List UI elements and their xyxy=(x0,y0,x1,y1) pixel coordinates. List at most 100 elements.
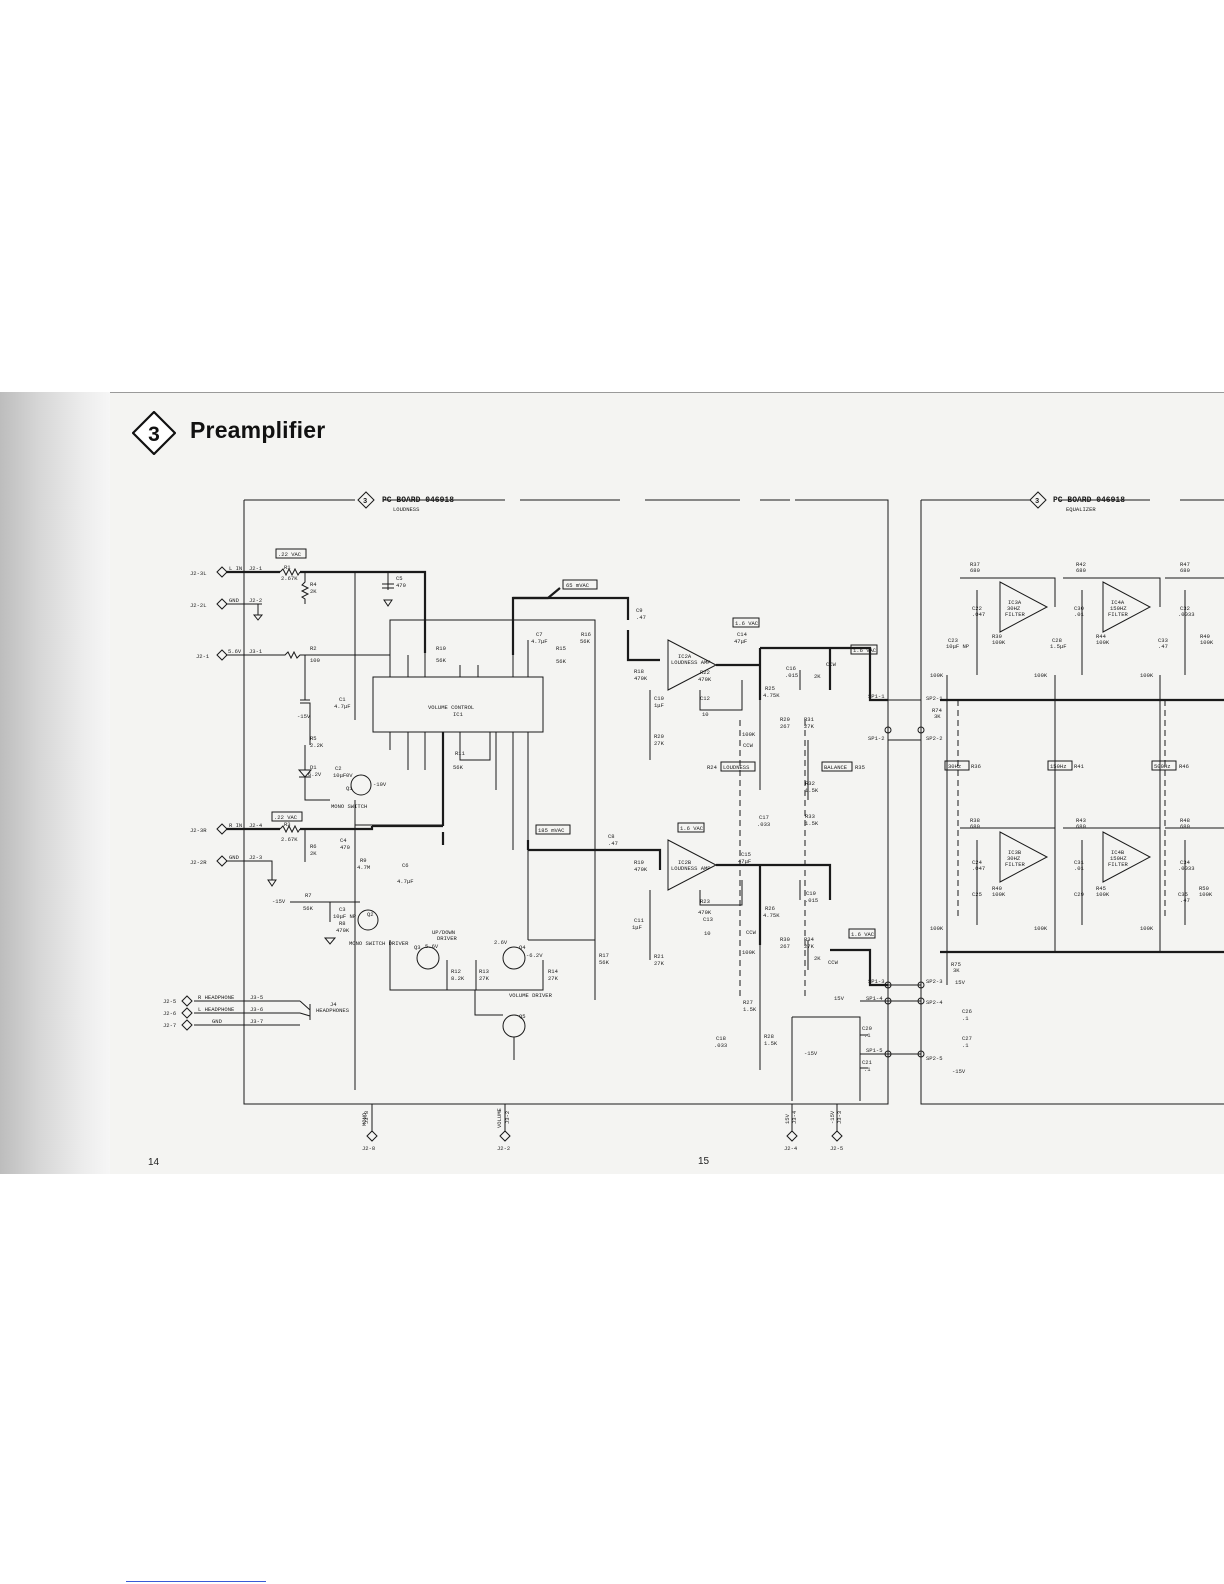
value-c20: .1 xyxy=(864,1032,871,1039)
label-r20: R20 xyxy=(654,733,664,740)
label-r9: R9 xyxy=(360,857,367,864)
badge-number: 3 xyxy=(148,423,160,446)
value-c4: 470 xyxy=(340,844,350,851)
label-r50: R50 xyxy=(1199,885,1209,892)
annotation-box xyxy=(275,548,307,559)
eq-input-lines xyxy=(976,590,1186,925)
value-c17: .033 xyxy=(757,821,770,828)
value-r13: 27K xyxy=(479,975,490,982)
c1-r5-branch xyxy=(300,655,311,770)
label-100k-a: 100K xyxy=(742,731,756,738)
sp-terminal xyxy=(884,997,892,1005)
value-c31: .01 xyxy=(1074,865,1085,872)
label-j2-2l: J2-2L xyxy=(190,602,207,609)
ic1-top-pins xyxy=(389,640,529,677)
schematic-wires xyxy=(181,491,1224,1142)
r-out-to-ic2b xyxy=(441,832,662,870)
label-r74: R74 xyxy=(932,707,943,714)
label-r75: R75 xyxy=(951,961,961,968)
ic4a-filter xyxy=(1102,581,1152,633)
label-sp1-3: SP1-3 xyxy=(868,978,885,985)
label-q1-neg10: -10V xyxy=(373,781,387,788)
label-neg15-jack: -15V xyxy=(829,1110,836,1124)
value-c32: .0033 xyxy=(1178,611,1195,618)
q5-and-r16-r17 xyxy=(474,640,596,1060)
label-q5: Q5 xyxy=(519,1013,526,1020)
label-c4: C4 xyxy=(340,837,347,844)
label-r13: R13 xyxy=(479,968,489,975)
value-c10: 1μF xyxy=(654,702,664,709)
annot-185mvac: 185 mVAC xyxy=(538,827,565,834)
label-eq-100k-b: 100K xyxy=(1034,672,1048,679)
value-r44: 100K xyxy=(1096,639,1110,646)
label-j2-5-bottom: J2-5 xyxy=(830,1145,843,1152)
value-r25: 4.75K xyxy=(763,692,780,699)
label-r41: R41 xyxy=(1074,763,1085,770)
loudness-board-badge: 3 xyxy=(363,498,367,506)
label-j2-3r: J2-3R xyxy=(190,827,207,834)
bottom-jack-leads xyxy=(371,1104,838,1132)
value-r11: 56K xyxy=(453,764,464,771)
value-r17: 56K xyxy=(599,959,610,966)
annotation-box xyxy=(562,579,598,590)
label-mono-switch: MONO SWITCH xyxy=(331,803,367,810)
value-c18: .033 xyxy=(714,1042,727,1049)
label-c12: C12 xyxy=(700,695,710,702)
value-r12: 8.2K xyxy=(451,975,465,982)
label-c29: C29 xyxy=(1074,891,1084,898)
value-r4: 2K xyxy=(310,588,317,595)
label-updown: UP/DOWN xyxy=(432,929,455,936)
value-c21: .1 xyxy=(864,1066,871,1073)
label-ic2a: IC2A xyxy=(678,653,692,660)
label-r43: R43 xyxy=(1076,817,1086,824)
label-r36: R36 xyxy=(971,763,981,770)
label-q1-0v: 0V xyxy=(346,772,353,779)
label-r47: R47 xyxy=(1180,561,1190,568)
value-r23: 470K xyxy=(698,909,712,916)
label-r1: R1 xyxy=(284,564,291,571)
label-r16: R16 xyxy=(581,631,591,638)
q1-transistor xyxy=(350,774,372,796)
value-d1: 6.2V xyxy=(308,771,322,778)
label-volume-jack: VOLUME xyxy=(496,1107,503,1128)
annot-16vac-b: 1.6 VAC xyxy=(853,647,877,654)
label-j3-1: J3-1 xyxy=(249,648,263,655)
value-c11: 1μF xyxy=(632,924,642,931)
label-ic3a-freq: 30HZ xyxy=(1007,605,1021,612)
value-c27: .1 xyxy=(962,1042,969,1049)
label-r7: R7 xyxy=(305,892,312,899)
label-j3-6: J3-6 xyxy=(250,1006,263,1013)
equalizer-board-title: PC BOARD 046918 xyxy=(1053,496,1125,505)
headphone-lines xyxy=(194,1000,311,1026)
label-ic4a-filter: FILTER xyxy=(1108,611,1129,618)
label-c33: C33 xyxy=(1158,637,1168,644)
label-v56: 5.6V xyxy=(425,943,439,950)
label-c20: C20 xyxy=(862,1025,872,1032)
label-gnd-headphone: GND xyxy=(212,1018,223,1025)
label-loud-amp-a: LOUDNESS AMP xyxy=(671,659,711,666)
label-r29: R29 xyxy=(780,716,790,723)
value-c15: 47μF xyxy=(738,858,751,865)
value-c35: .47 xyxy=(1180,897,1190,904)
label-c17: C17 xyxy=(759,814,769,821)
supply-caps-net xyxy=(791,1016,868,1101)
label-2k-a: 2K xyxy=(814,673,821,680)
annotation-box xyxy=(535,824,571,835)
label-r32: R32 xyxy=(805,780,815,787)
value-r29: 267 xyxy=(780,723,790,730)
label-r-in: R IN xyxy=(229,822,242,829)
label-c19: C19 xyxy=(806,890,816,897)
value-r5: 2.2K xyxy=(310,742,324,749)
annot-22vac-r: .22 VAC xyxy=(274,814,298,821)
label-c22: C22 xyxy=(972,605,982,612)
ic2b-feedback xyxy=(649,880,809,1070)
label-j3-7: J3-7 xyxy=(250,1018,263,1025)
label-j3-4: J3-4 xyxy=(791,1110,798,1124)
label-r3: R3 xyxy=(284,821,291,828)
label-neg15-b: -15V xyxy=(272,898,286,905)
label-r46: R46 xyxy=(1179,763,1189,770)
label-r23: R23 xyxy=(700,898,710,905)
value-r9: 4.7M xyxy=(357,864,370,871)
value-r75: 3K xyxy=(953,967,960,974)
